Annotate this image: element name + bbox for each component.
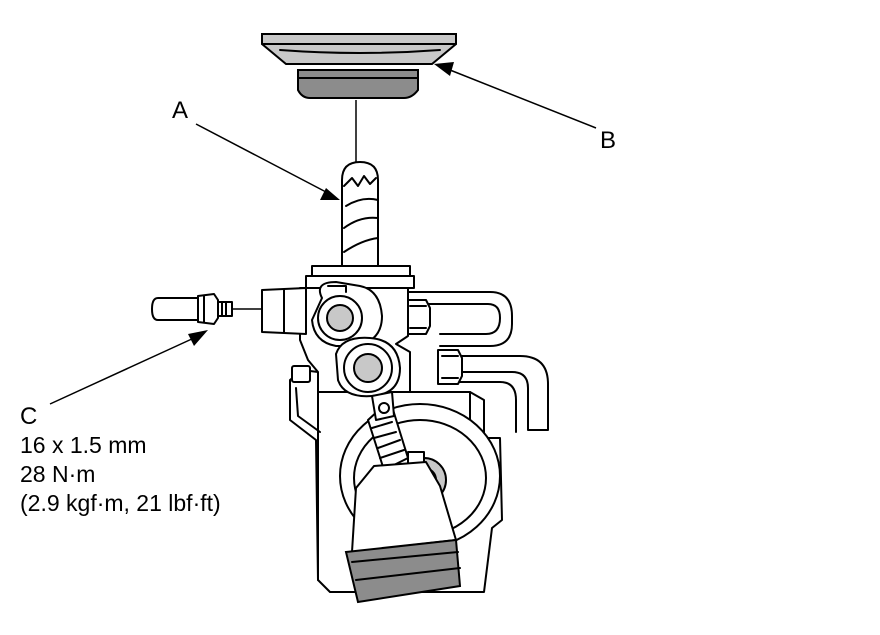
part-b-cap [261,33,457,99]
part-c-fitting [151,293,262,325]
leader-c [49,330,208,405]
spec-c-size: 16 x 1.5 mm [20,432,147,458]
spec-c-torque-nm: 28 N·m [20,461,95,487]
leader-b [434,62,597,129]
label-b: B [600,127,616,154]
label-c: C [20,403,37,430]
leader-a [195,123,340,200]
part-a-rack [341,161,379,271]
label-a: A [172,97,188,124]
spec-c-torque-alt: (2.9 kgf·m, 21 lbf·ft) [20,490,221,516]
pulley-assembly [339,391,501,604]
